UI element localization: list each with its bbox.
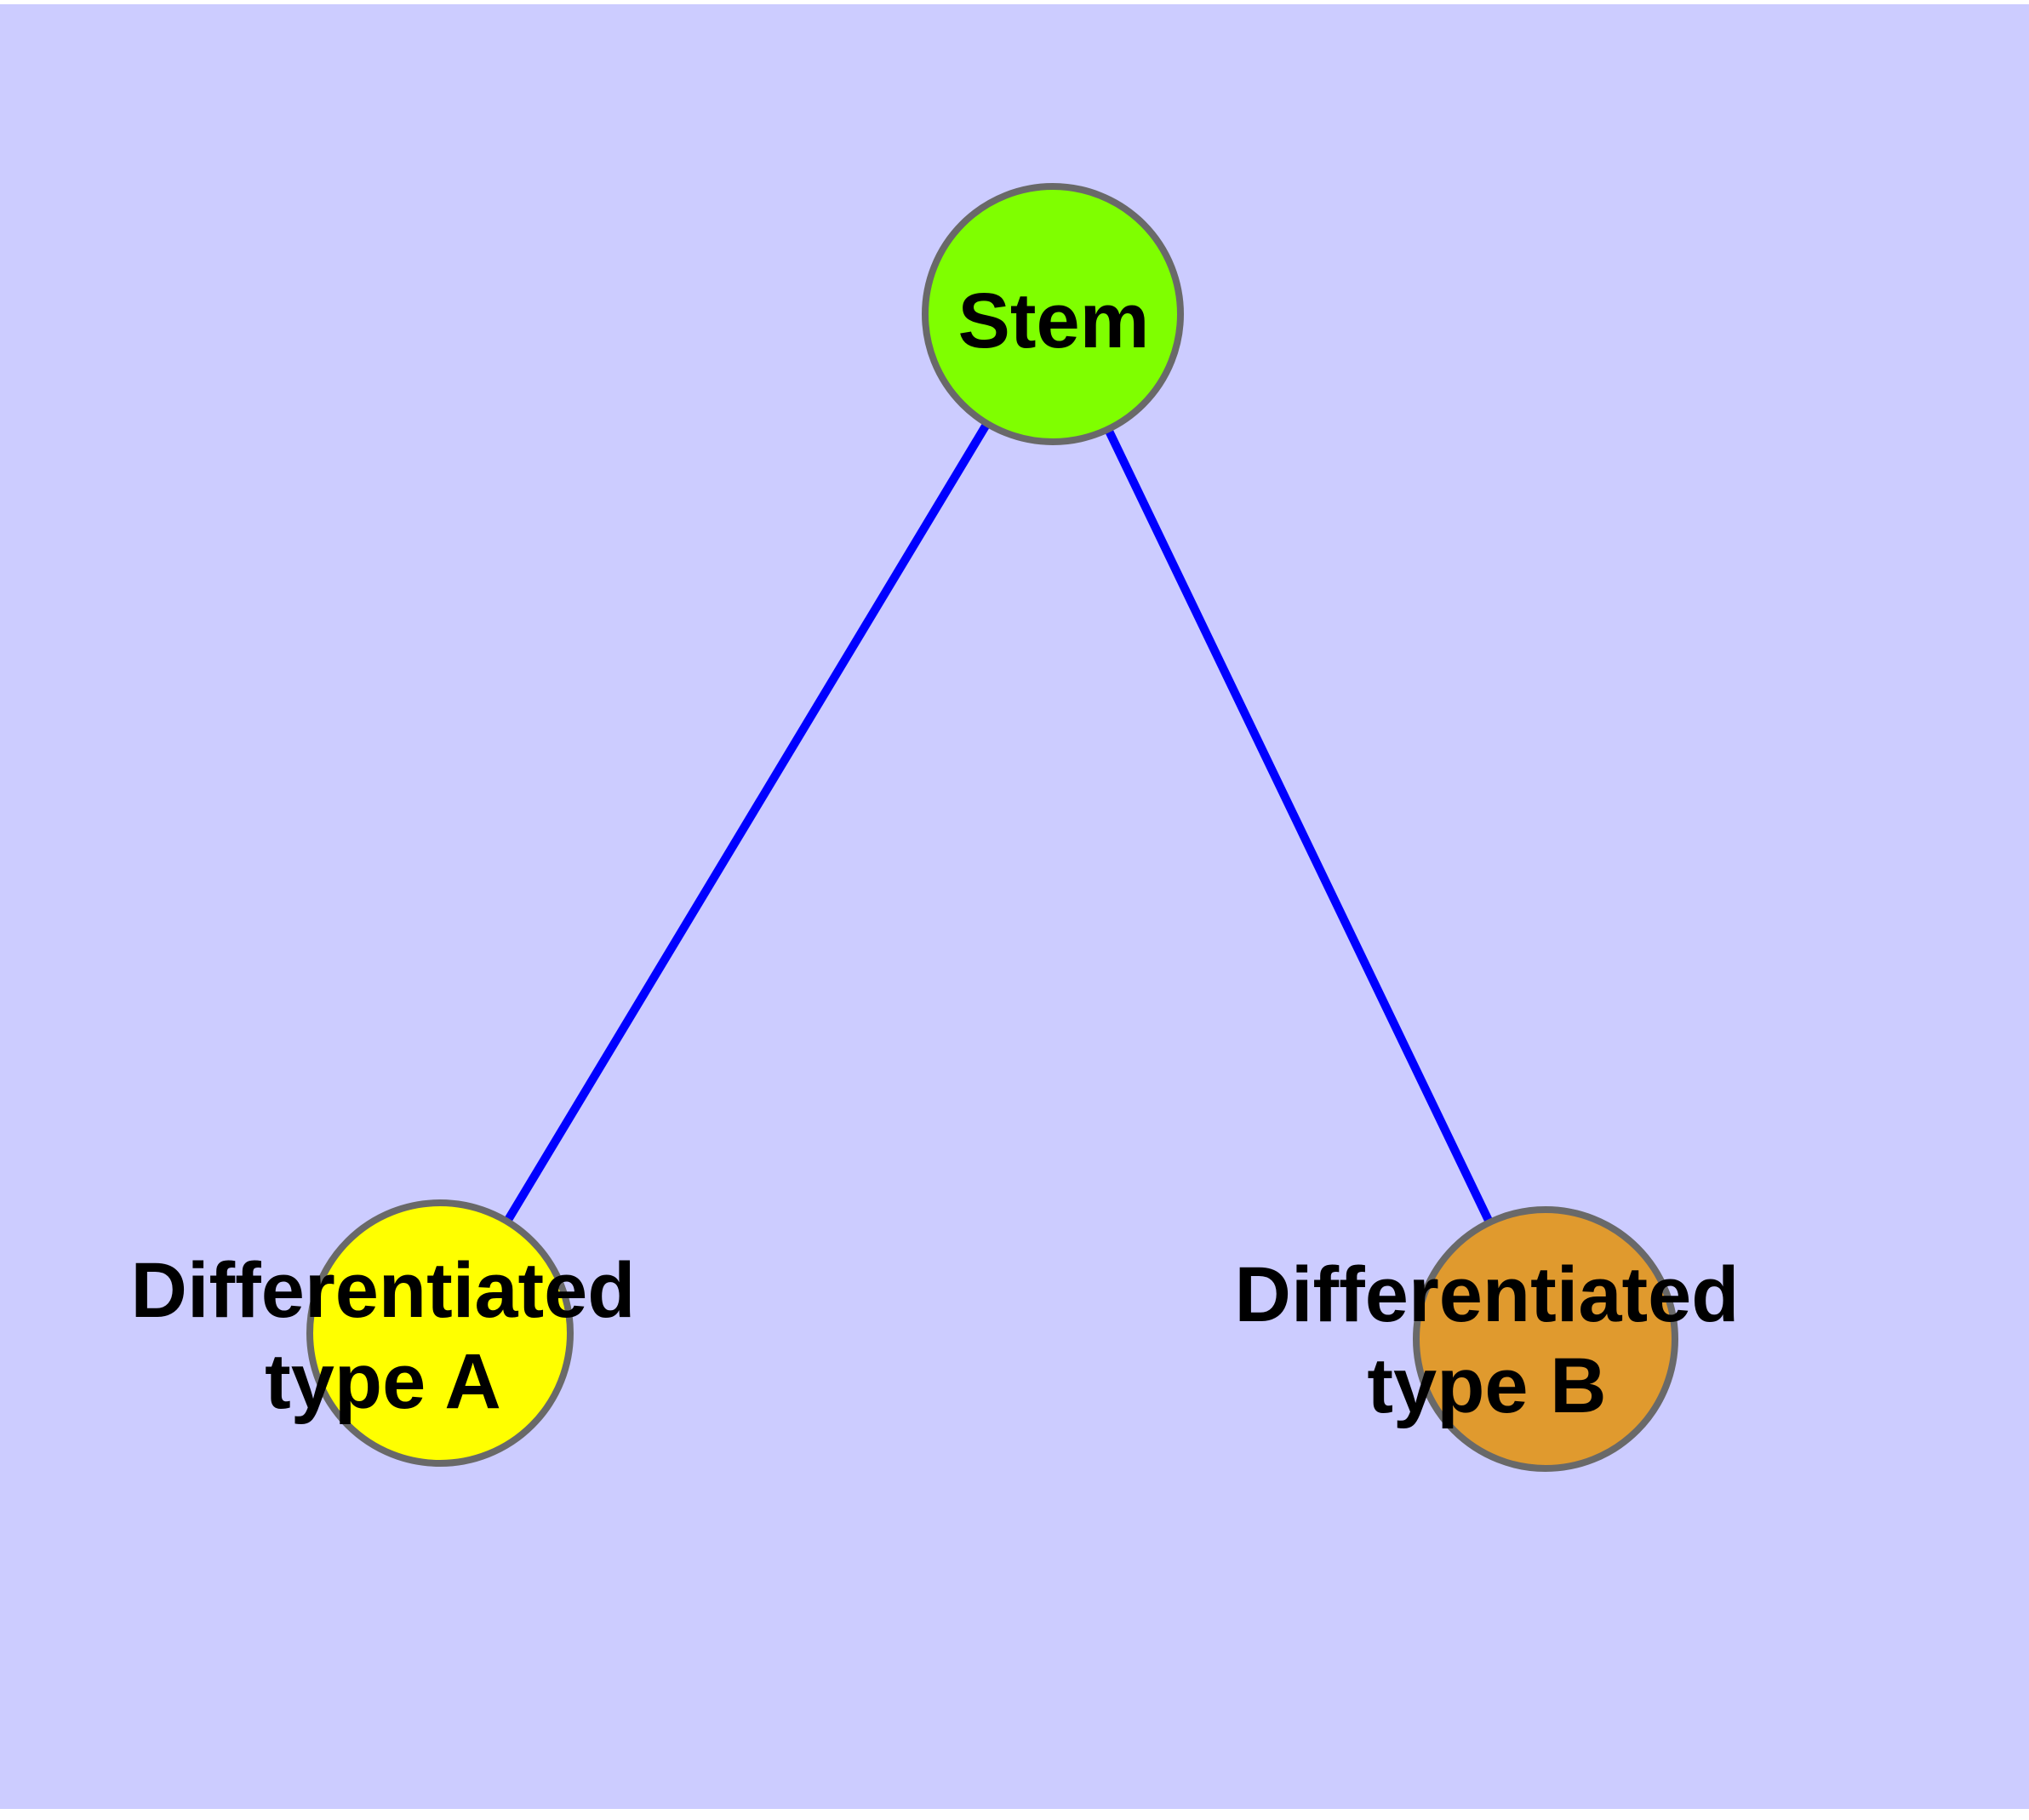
graph-node-label-line: Stem	[958, 278, 1150, 364]
graph-node-diff-a[interactable]	[306, 1199, 574, 1467]
graph-node-diff-b[interactable]	[1413, 1206, 1678, 1472]
graph-node-label-line: Differentiated	[131, 1247, 636, 1334]
graph-node-stem[interactable]	[922, 183, 1184, 445]
graph-node-label-line: Differentiated	[1235, 1251, 1740, 1338]
edge-layer	[436, 312, 1550, 1342]
graph-edge-stem-to-diff-a[interactable]	[436, 312, 1057, 1336]
graph-node-label-line: type B	[1367, 1342, 1606, 1429]
graph-edge-stem-to-diff-b[interactable]	[1049, 312, 1550, 1342]
graph-node-label-stem: Stem	[958, 278, 1150, 364]
node-layer	[306, 183, 1678, 1472]
graph-node-label-line: type A	[265, 1338, 501, 1425]
